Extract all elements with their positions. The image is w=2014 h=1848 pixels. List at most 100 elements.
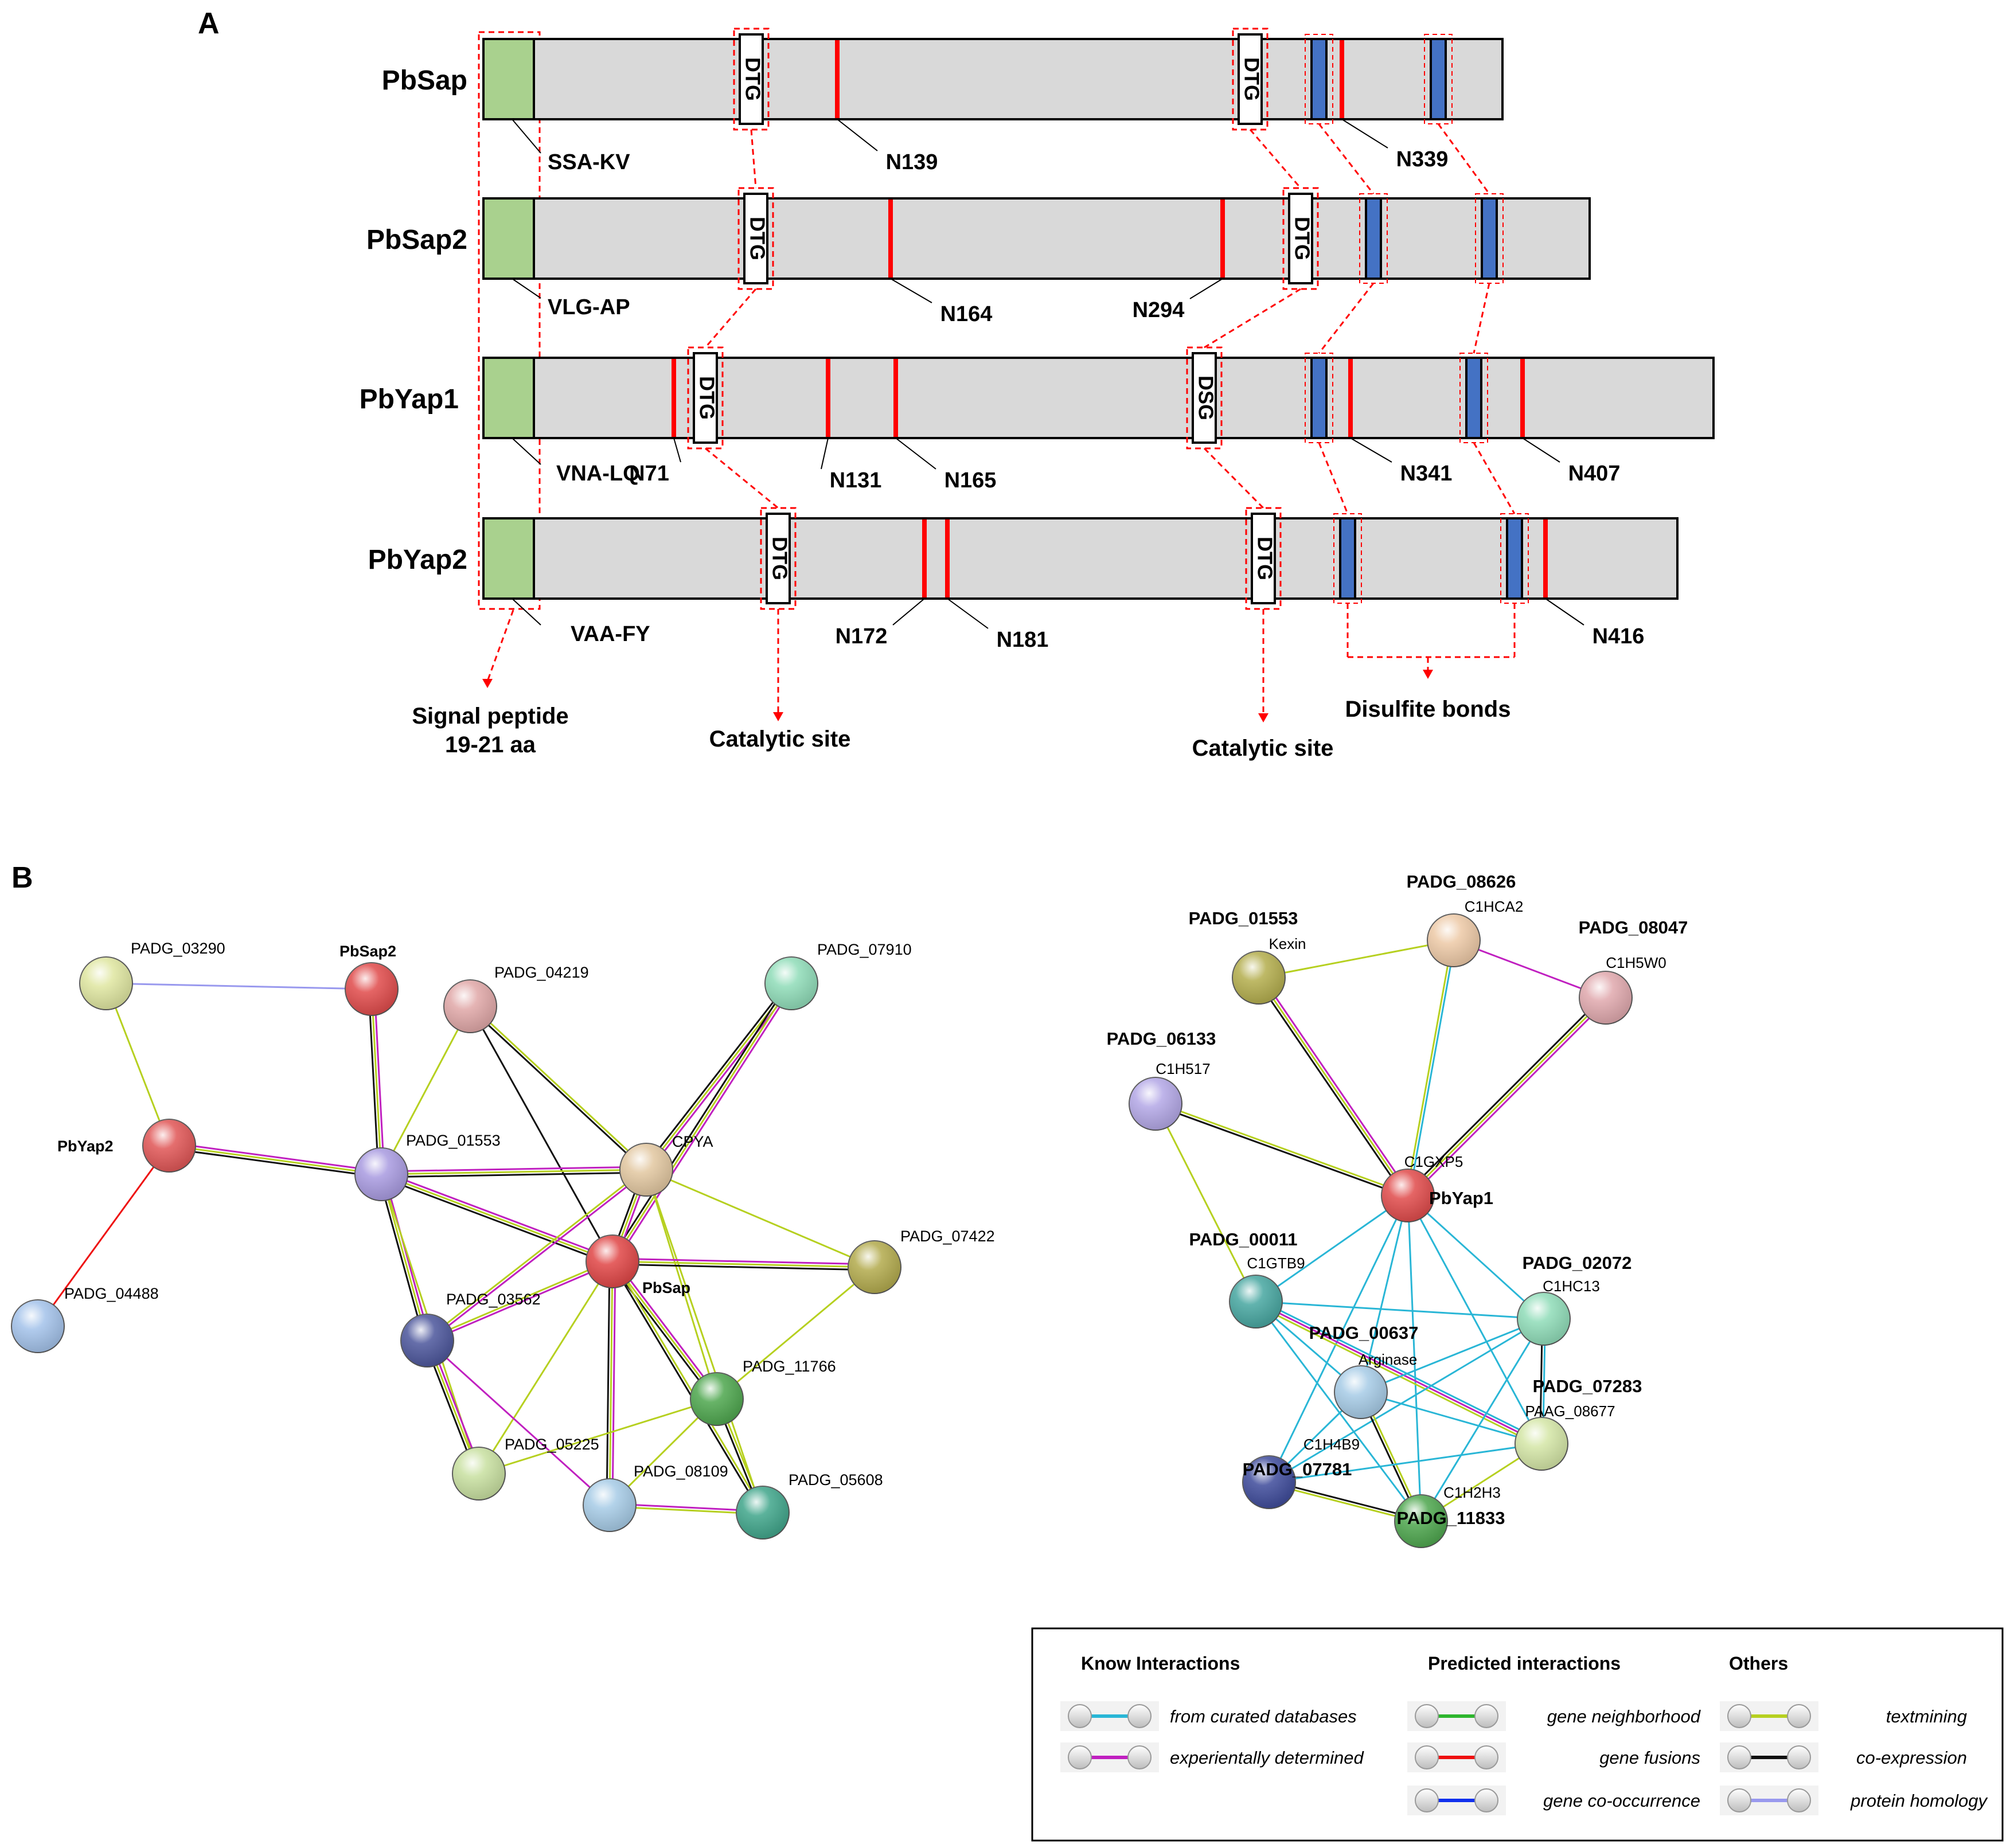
site-leader-line	[1350, 437, 1392, 463]
edge-line-tm	[478, 1398, 717, 1475]
site-leader-line	[821, 437, 829, 470]
legend-swatch-ball-left	[1068, 1704, 1092, 1728]
node-label: PbSap	[642, 1279, 690, 1296]
cysteine-dashed-box	[1459, 353, 1488, 443]
node-id-label: C1GXP5	[1404, 1153, 1463, 1170]
edge-line-fus	[37, 1145, 170, 1327]
panel-a-label: A	[198, 7, 220, 40]
edge-line-tm	[426, 1259, 612, 1341]
network-node-PADG_05608: PADG_05608	[736, 1471, 883, 1540]
edge-line-exp	[614, 984, 795, 1264]
network-edge	[606, 1261, 616, 1506]
network-node-PADG_05225: PADG_05225	[452, 1436, 599, 1501]
node-id-label: C1H2H3	[1443, 1484, 1501, 1501]
edge-line-co	[469, 1006, 614, 1262]
edge-line-db	[1420, 1318, 1545, 1522]
edge-line-tm	[716, 1266, 875, 1400]
edge-line-tm	[1154, 1103, 1257, 1302]
cys1-connector	[1318, 442, 1349, 514]
edge-line-exp	[1409, 999, 1609, 1198]
edge-line-co	[609, 1263, 716, 1401]
panel-a-annotations: Signal peptide 19-21 aa Catalytic site C…	[412, 697, 1510, 761]
node-label: PADG_05608	[789, 1471, 883, 1488]
node-name-label: PADG_11833	[1397, 1508, 1505, 1528]
protein-bar	[482, 517, 1679, 600]
site-leader-line	[1189, 278, 1223, 299]
glycosylation-site-label: N172	[836, 624, 888, 648]
network-edge	[1407, 1194, 1545, 1320]
legend-item-label: protein homology	[1850, 1791, 1988, 1811]
network-node-PbSap2: PbSap2	[339, 943, 399, 1016]
catalytic2-arrow-head	[1258, 713, 1268, 722]
edge-line-tm	[608, 1261, 614, 1506]
site-leader-line	[1341, 119, 1388, 149]
network-edge	[377, 1173, 431, 1342]
cysteine-dashed-box	[1305, 34, 1333, 124]
node-label: PbSap2	[339, 943, 396, 960]
cysteine-mark	[1310, 38, 1328, 120]
network-edge	[426, 1259, 614, 1343]
edge-line-tm	[426, 1167, 646, 1341]
node-shine	[765, 957, 818, 1010]
cysteine-mark	[1506, 517, 1523, 600]
edge-line-db	[1360, 1195, 1409, 1393]
cysteine-mark	[1481, 197, 1498, 280]
site-leader-line	[673, 437, 681, 463]
disulfide-bonds-label: Disulfite bonds	[1345, 697, 1511, 722]
node-label: PADG_07422	[900, 1228, 995, 1245]
cys2-connector	[1437, 123, 1490, 194]
node-shine	[345, 963, 398, 1015]
signal-leader-line	[512, 119, 541, 154]
network-edge	[37, 1145, 170, 1327]
network-edge	[1255, 1300, 1544, 1320]
node-label: PADG_01553	[406, 1132, 501, 1149]
edge-line-db	[1360, 1391, 1542, 1445]
network-node-PADG_01553: PADG_01553	[354, 1132, 501, 1201]
node-shine	[848, 1241, 901, 1294]
legend-item: experientally determined	[1060, 1742, 1365, 1772]
edge-line-tm	[1156, 1101, 1409, 1195]
edge-line-db	[1268, 1318, 1544, 1483]
catalytic-motif-label: DTG	[741, 57, 764, 101]
legend-swatch-ball-right	[1127, 1704, 1152, 1728]
edge-line-db	[1255, 1300, 1544, 1320]
node-id-label: C1GTB9	[1247, 1255, 1305, 1272]
node-shine	[1243, 1456, 1295, 1509]
edge-line-co	[380, 1176, 612, 1265]
catalytic-motif-box	[693, 352, 718, 444]
signal-peptide-label: Signal peptide	[412, 704, 568, 729]
signal-column-box	[478, 31, 541, 610]
edge-line-db	[1408, 940, 1456, 1196]
edge-line-db	[1407, 1194, 1545, 1320]
node-shine	[1579, 971, 1632, 1024]
right-network: PADG_08626C1HCA2PADG_01553KexinPADG_0804…	[1107, 872, 1688, 1548]
node-label: PADG_04488	[64, 1285, 159, 1302]
network-edge	[1405, 995, 1609, 1198]
edge-line-tm	[611, 983, 793, 1262]
catalytic-motif-label: DTG	[1253, 537, 1277, 580]
network-edge	[609, 1259, 720, 1401]
edge-line-co	[368, 989, 380, 1175]
site-leader-line	[892, 598, 925, 626]
network-node-PADG_11766: PADG_11766	[690, 1358, 836, 1426]
network-edge	[380, 1170, 614, 1265]
motif-dashed-box	[1186, 346, 1223, 450]
node-name-label: PADG_07283	[1533, 1376, 1642, 1396]
motif1-connector	[704, 288, 757, 348]
network-edge	[1255, 1301, 1422, 1522]
node-shine	[1517, 1292, 1570, 1345]
motif-dashed-box	[687, 346, 724, 450]
legend-item-label: experientally determined	[1170, 1748, 1365, 1768]
edge-line-db	[1268, 1443, 1542, 1483]
edge-line-db	[1255, 1301, 1422, 1522]
network-edge	[1254, 1298, 1543, 1447]
network-edge	[368, 989, 385, 1175]
motif2-connector	[1204, 288, 1301, 349]
site-leader-line	[1522, 437, 1560, 463]
legend-swatch-ball-left	[1727, 1745, 1751, 1769]
